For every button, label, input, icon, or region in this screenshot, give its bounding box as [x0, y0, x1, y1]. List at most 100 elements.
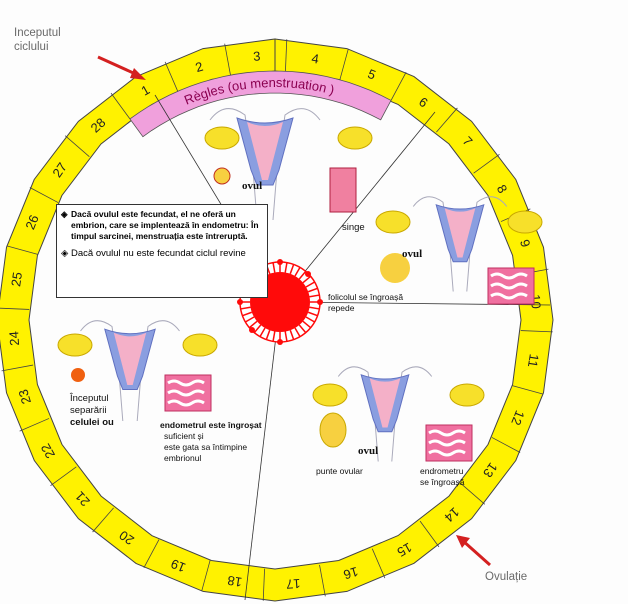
day-number-20: 20	[116, 528, 136, 549]
day-divider	[0, 307, 30, 310]
day-divider	[371, 548, 386, 579]
uterus-ovulation-lining	[369, 378, 401, 428]
start-arrowhead-icon	[130, 68, 146, 80]
day-divider	[285, 39, 288, 72]
day-divider	[512, 385, 544, 395]
day-number-4: 4	[311, 51, 320, 67]
day-number-18: 18	[226, 573, 243, 590]
info-item-not-fertilized: ◈Dacă ovulul nu este fecundat ciclul rev…	[61, 248, 263, 260]
hatch-mark	[272, 262, 276, 273]
day-number-2: 2	[194, 59, 205, 75]
endrometru-line1: endrometru	[420, 466, 464, 476]
ruptured-follicle	[319, 412, 347, 448]
hatch-mark	[240, 306, 251, 310]
day-divider	[1, 364, 34, 372]
endometrium-thin-layer	[490, 272, 528, 280]
cycle-start-line2: ciclului	[14, 41, 49, 53]
cycle-arrowhead-icon	[277, 259, 283, 265]
day-divider	[92, 507, 114, 533]
day-divider	[29, 187, 59, 203]
ovul-label: ovul	[242, 180, 263, 192]
endometrium-growing-layer	[428, 429, 466, 437]
hatch-mark	[298, 270, 307, 280]
day-divider	[201, 560, 211, 592]
hatch-mark	[307, 287, 318, 293]
hatch-mark	[305, 316, 316, 323]
inceputul-line2: separării	[70, 405, 107, 416]
cycle-arrowhead-icon	[277, 339, 283, 345]
endometru-ingrosat-label: endometrul este îngroșat suficient și es…	[160, 420, 262, 464]
day-divider	[473, 153, 500, 174]
uterus-luteal-lining	[113, 332, 147, 385]
hatch-mark	[259, 327, 266, 338]
day-divider	[262, 568, 265, 601]
ovum	[213, 167, 231, 185]
day-number-22: 22	[38, 441, 58, 461]
hatch-mark	[294, 266, 301, 277]
endo-line4: embrionul	[164, 453, 202, 463]
day-divider	[224, 43, 231, 76]
hatch-mark	[305, 281, 316, 288]
endrometru-line2: se îngroașă	[420, 477, 465, 487]
uterus-luteal-tube	[80, 320, 180, 422]
hatch-mark	[309, 306, 320, 310]
day-divider	[6, 245, 38, 255]
info-item-fertilized-text: Dacă ovulul este fecundat, el ne oferă u…	[71, 209, 259, 241]
endo-line1: endometrul este îngroșat	[160, 420, 262, 430]
day-divider	[339, 48, 349, 80]
day-divider	[50, 466, 77, 487]
hatch-mark	[302, 320, 312, 329]
endometrium-thin-layer	[490, 282, 528, 290]
cycle-start-label: Inceputul ciclului	[14, 26, 61, 54]
ovul-label: ovul	[358, 445, 379, 457]
ovary	[507, 210, 543, 234]
hatch-mark	[253, 324, 262, 334]
day-number-27: 27	[49, 160, 70, 180]
ovary	[449, 383, 485, 407]
uterus-follicular-tube	[412, 196, 508, 292]
cycle-arrowhead-icon	[237, 299, 243, 305]
endometrium-growing-layer	[428, 449, 466, 457]
day-divider	[19, 418, 50, 432]
day-divider	[436, 107, 458, 133]
cycle-arrowhead-icon	[305, 271, 311, 277]
hatch-mark	[294, 327, 301, 338]
hatch-mark	[289, 329, 295, 340]
hatch-mark	[309, 294, 320, 298]
follicle	[380, 253, 410, 283]
day-number-26: 26	[22, 213, 41, 232]
hatch-mark	[289, 264, 295, 275]
hatch-mark	[284, 262, 288, 273]
day-number-3: 3	[253, 48, 261, 63]
menstruation-band	[129, 70, 392, 138]
inceputul-line3: celulei ou	[70, 417, 114, 428]
day-number-16: 16	[342, 564, 360, 583]
singe-label: singe	[342, 222, 365, 233]
day-divider	[143, 539, 160, 568]
endo-line3: este gata sa întimpine	[164, 442, 248, 452]
day-divider	[64, 135, 90, 157]
uterus-menstruation-tube	[209, 108, 321, 221]
ovary	[375, 210, 411, 234]
sector-divider	[244, 301, 281, 601]
day-divider	[110, 92, 131, 120]
hatch-mark	[302, 275, 312, 284]
egg-cell	[71, 368, 85, 382]
ovary	[57, 333, 93, 357]
uterus-follicular-lining	[444, 208, 476, 258]
endometrium-thick-layer	[167, 389, 205, 397]
day-divider	[319, 564, 326, 597]
day-divider	[164, 61, 179, 92]
day-number-17: 17	[286, 576, 301, 592]
day-number-23: 23	[15, 388, 34, 406]
endo-line2: suficient și	[164, 431, 204, 441]
blood-endometrium	[329, 167, 357, 213]
hatch-mark	[265, 329, 271, 340]
cycle-start-line1: Inceputul	[14, 27, 61, 39]
day-divider	[520, 330, 553, 333]
uterus-ovulation-tube	[337, 366, 433, 462]
day-divider	[419, 520, 440, 548]
hatch-mark	[244, 316, 255, 323]
uterus-menstruation-lining	[247, 122, 283, 180]
